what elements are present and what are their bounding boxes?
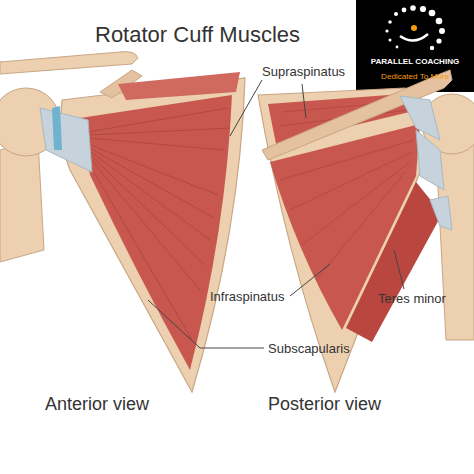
diagram-title: Rotator Cuff Muscles (95, 22, 300, 48)
muscle-label: Supraspinatus (262, 64, 345, 79)
posterior-view-figure (258, 70, 474, 392)
muscle-label: Subscapularis (268, 341, 350, 356)
logo-dots (385, 5, 445, 50)
logo-text: Dedicated To More (356, 72, 474, 81)
logo-text: PARALLEL COACHING (356, 57, 474, 66)
muscle-label: Infraspinatus (210, 289, 284, 304)
anterior-view-figure (0, 52, 245, 392)
logo-panel (356, 0, 474, 92)
view-caption: Posterior view (268, 394, 381, 415)
muscle-label: Teres minor (378, 291, 446, 306)
logo-box: PARALLEL COACHING Dedicated To More (356, 0, 474, 92)
leader-lines (148, 80, 404, 348)
view-caption: Anterior view (45, 394, 149, 415)
